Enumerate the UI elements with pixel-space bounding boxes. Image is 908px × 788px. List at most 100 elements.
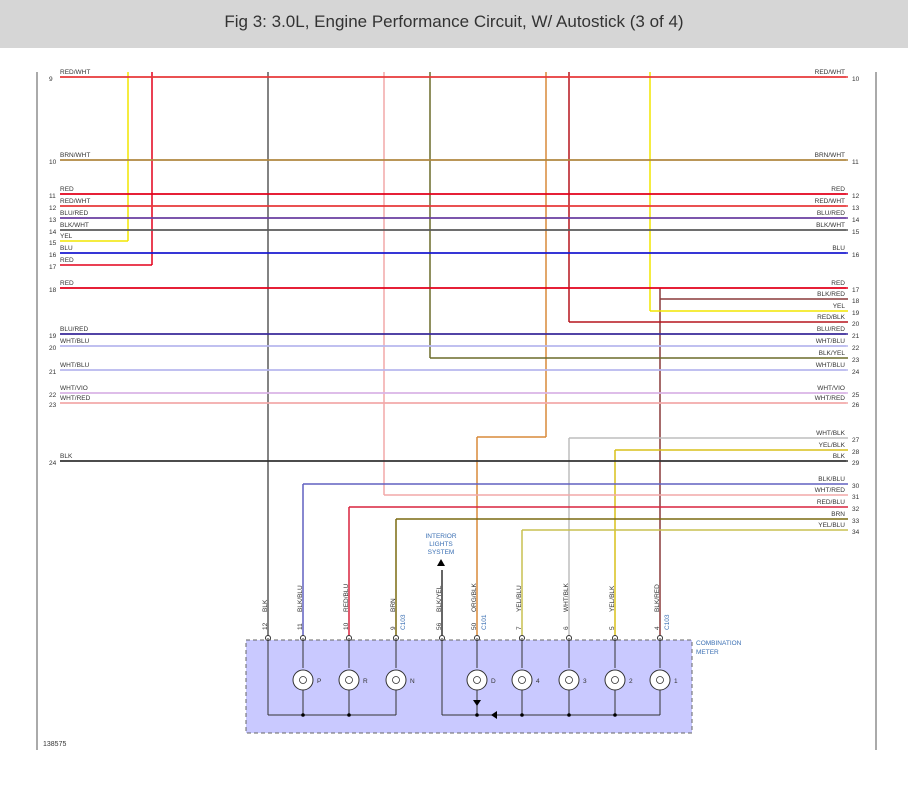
wire-label-left-15: YEL bbox=[60, 233, 73, 240]
wire-label-right-16: BLU bbox=[832, 245, 845, 252]
meter-pin-wire-label-9: BRN bbox=[390, 598, 397, 612]
meter-pin-wire-label-11: BLK/BLU bbox=[297, 585, 304, 612]
pin-left-13: 13 bbox=[49, 217, 57, 224]
wire-label-left-22: WHT/VIO bbox=[60, 385, 88, 392]
pin-right-27: 27 bbox=[852, 437, 860, 444]
lamp-label-4: 4 bbox=[536, 678, 540, 685]
pin-left-18: 18 bbox=[49, 287, 57, 294]
meter-pin-number-4: 4 bbox=[654, 626, 661, 630]
figure-title: Fig 3: 3.0L, Engine Performance Circuit,… bbox=[224, 12, 684, 31]
pin-left-11: 11 bbox=[49, 193, 56, 200]
lamp-icon-R bbox=[338, 669, 360, 691]
meter-pin-number-10: 10 bbox=[343, 622, 350, 630]
meter-pin-number-56: 56 bbox=[436, 622, 443, 630]
wire-label-right-27: WHT/BLK bbox=[816, 430, 846, 437]
pin-left-10: 10 bbox=[49, 159, 57, 166]
meter-pin-number-12: 12 bbox=[262, 622, 269, 630]
wire-label-right-10: RED/WHT bbox=[815, 69, 845, 76]
meter-pin-wire-label-50: ORG/BLK bbox=[471, 582, 478, 612]
pin-right-21: 21 bbox=[852, 333, 860, 340]
wire-label-right-15: BLK/WHT bbox=[816, 222, 845, 229]
meter-pin-wire-label-6: WHT/BLK bbox=[563, 582, 570, 612]
junction-dot-2 bbox=[475, 713, 479, 717]
meter-pin-wire-label-5: YEL/BLK bbox=[609, 585, 616, 612]
pin-left-15: 15 bbox=[49, 240, 57, 247]
lamp-label-P: P bbox=[317, 678, 321, 685]
wire-label-right-12: RED bbox=[831, 186, 845, 193]
wire-label-left-19: BLU/RED bbox=[60, 326, 88, 333]
meter-pin-wire-label-7: YEL/BLU bbox=[516, 585, 523, 612]
lamp-icon-1 bbox=[649, 669, 671, 691]
lamp-label-D: D bbox=[491, 678, 496, 685]
wire-label-right-19: YEL bbox=[833, 303, 846, 310]
wire-label-right-18: BLK/RED bbox=[817, 291, 845, 298]
pin-left-17: 17 bbox=[49, 264, 57, 271]
pin-right-30: 30 bbox=[852, 483, 860, 490]
pin-left-19: 19 bbox=[49, 333, 57, 340]
junction-dot-4 bbox=[567, 713, 571, 717]
wire-label-right-33: BRN bbox=[831, 511, 845, 518]
pin-left-14: 14 bbox=[49, 229, 57, 236]
pin-right-25: 25 bbox=[852, 392, 860, 399]
pin-right-22: 22 bbox=[852, 345, 860, 352]
lamp-filament-R bbox=[345, 676, 353, 684]
meter-pin-number-7: 7 bbox=[516, 626, 523, 630]
meter-connector-9: C103 bbox=[400, 614, 407, 630]
wire-label-left-11: RED bbox=[60, 186, 74, 193]
wire-label-right-28: YEL/BLK bbox=[819, 442, 846, 449]
lamp-filament-P bbox=[299, 676, 307, 684]
pin-left-20: 20 bbox=[49, 345, 57, 352]
pin-right-13: 13 bbox=[852, 205, 860, 212]
pin-right-19: 19 bbox=[852, 310, 860, 317]
meter-pin-wire-label-56: BLK/YEL bbox=[436, 585, 443, 612]
junction-dot-0 bbox=[301, 713, 305, 717]
wire-label-right-23: BLK/YEL bbox=[819, 350, 846, 357]
lamp-filament-2 bbox=[611, 676, 619, 684]
meter-label-2: METER bbox=[696, 649, 719, 656]
pin-right-26: 26 bbox=[852, 402, 860, 409]
pin-right-15: 15 bbox=[852, 229, 860, 236]
pin-right-18: 18 bbox=[852, 298, 860, 305]
junction-dot-5 bbox=[613, 713, 617, 717]
lamp-icon-N bbox=[385, 669, 407, 691]
pin-left-23: 23 bbox=[49, 402, 57, 409]
pin-left-22: 22 bbox=[49, 392, 57, 399]
pin-right-29: 29 bbox=[852, 460, 860, 467]
meter-pin-wire-label-12: BLK bbox=[262, 599, 269, 612]
pin-right-20: 20 bbox=[852, 321, 860, 328]
wire-label-left-21: WHT/BLU bbox=[60, 362, 90, 369]
lamp-icon-D bbox=[466, 669, 488, 691]
pin-right-23: 23 bbox=[852, 357, 860, 364]
pin-right-17: 17 bbox=[852, 287, 860, 294]
lamp-label-3: 3 bbox=[583, 678, 587, 685]
wire-label-left-20: WHT/BLU bbox=[60, 338, 90, 345]
wire-label-right-34: YEL/BLU bbox=[818, 522, 845, 529]
pin-right-10: 10 bbox=[852, 76, 860, 83]
lamp-filament-3 bbox=[565, 676, 573, 684]
lamp-label-2: 2 bbox=[629, 678, 633, 685]
lamp-icon-3 bbox=[558, 669, 580, 691]
wire-label-left-16: BLU bbox=[60, 245, 73, 252]
lamp-label-N: N bbox=[410, 678, 415, 685]
lamp-icon-P bbox=[292, 669, 314, 691]
pin-right-16: 16 bbox=[852, 252, 860, 259]
lamp-filament-4 bbox=[518, 676, 526, 684]
interior-lights-label-2: LIGHTS bbox=[429, 541, 453, 548]
meter-connector-50: C101 bbox=[481, 614, 488, 630]
wire-label-right-30: BLK/BLU bbox=[818, 476, 845, 483]
pin-left-24: 24 bbox=[49, 460, 57, 467]
wire-label-left-24: BLK bbox=[60, 453, 73, 460]
lamp-label-R: R bbox=[363, 678, 368, 685]
wire-label-left-14: BLK/WHT bbox=[60, 222, 89, 229]
wire-label-right-20: RED/BLK bbox=[817, 314, 845, 321]
wire-label-left-18: RED bbox=[60, 280, 74, 287]
pin-left-21: 21 bbox=[49, 369, 57, 376]
pin-left-9: 9 bbox=[49, 76, 53, 83]
wire-label-right-26: WHT/RED bbox=[815, 395, 846, 402]
lamp-filament-1 bbox=[656, 676, 664, 684]
meter-pin-number-11: 11 bbox=[297, 623, 304, 630]
lamp-label-1: 1 bbox=[674, 678, 678, 685]
wire-label-right-21: BLU/RED bbox=[817, 326, 845, 333]
wire-label-right-14: BLU/RED bbox=[817, 210, 845, 217]
